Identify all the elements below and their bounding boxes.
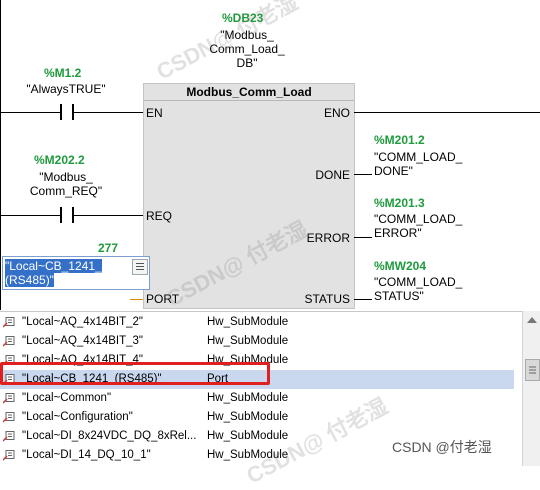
list-item-type: Hw_SubModule (207, 411, 289, 423)
list-item-name: "Local~Configuration" (22, 411, 133, 423)
pin-en: EN (146, 106, 163, 120)
req-contact-name-2: Comm_REQ" (29, 184, 103, 198)
hw-submodule-icon (3, 317, 15, 328)
port-value-number: 277 (98, 241, 119, 255)
status-output-name-2: STATUS" (374, 289, 424, 303)
list-item[interactable]: "Local~AQ_4x14BIT_3" Hw_SubModule (0, 332, 514, 351)
port-input-line-1: "Local~CB_1241_ (5, 259, 102, 273)
en-contact-right-bar[interactable] (72, 104, 74, 120)
list-item[interactable]: "Local~AQ_4x14BIT_2" Hw_SubModule (0, 313, 514, 332)
list-item-name: "Local~Common" (22, 392, 112, 404)
port-input-text[interactable]: "Local~CB_1241_ (RS485)" (5, 259, 130, 287)
list-picker-icon (136, 263, 144, 270)
en-rung-wire-left (0, 112, 60, 113)
watermark-bottom-right: CSDN @付老湿 (392, 437, 492, 457)
hw-submodule-icon (3, 431, 15, 442)
modbus-comm-load-block[interactable]: Modbus_Comm_Load EN ENO REQ DONE ERROR P… (143, 83, 355, 309)
error-wire (354, 237, 372, 238)
en-contact-name: "AlwaysTRUE" (26, 82, 106, 96)
done-output-name-1: "COMM_LOAD_ (374, 150, 463, 164)
list-item-type: Hw_SubModule (207, 449, 289, 461)
grip-icon (529, 366, 536, 374)
instance-db-name-2: Comm_Load_ (209, 42, 285, 56)
hw-submodule-icon (3, 336, 15, 347)
req-contact-address: %M202.2 (34, 153, 85, 167)
pin-status: STATUS (304, 292, 350, 306)
port-wire (130, 299, 143, 300)
req-rung-wire-right (74, 215, 143, 216)
list-item-name: "Local~DI_14_DQ_10_1" (22, 449, 151, 461)
en-contact-address: %M1.2 (44, 66, 82, 80)
en-contact-left-bar[interactable] (60, 104, 62, 120)
hw-submodule-icon (3, 393, 15, 404)
en-rung-wire-right (74, 112, 143, 113)
red-highlight-frame (0, 362, 270, 385)
hw-submodule-icon (3, 450, 15, 461)
instance-db-name-1: "Modbus_ (220, 28, 274, 42)
list-item-type: Hw_SubModule (207, 316, 289, 328)
error-output-name-2: ERROR" (374, 226, 422, 240)
error-output-address: %M201.3 (374, 196, 425, 210)
instance-db-address: %DB23 (222, 11, 264, 25)
list-item-name: "Local~AQ_4x14BIT_3" (22, 335, 144, 347)
pin-error: ERROR (306, 231, 350, 245)
list-item-type: Hw_SubModule (207, 392, 289, 404)
pin-port: PORT (146, 292, 180, 306)
error-output-name-1: "COMM_LOAD_ (374, 212, 463, 226)
list-item[interactable]: "Local~DI_14_DQ_10_1" Hw_SubModule (0, 446, 514, 465)
pin-req: REQ (146, 209, 173, 223)
list-picker-button[interactable] (132, 259, 148, 275)
block-title: Modbus_Comm_Load (144, 84, 354, 101)
pin-done: DONE (315, 168, 350, 182)
req-contact-left-bar[interactable] (60, 207, 62, 223)
list-item-type: Hw_SubModule (207, 335, 289, 347)
status-output-address: %MW204 (374, 259, 427, 273)
status-output-name-1: "COMM_LOAD_ (374, 275, 463, 289)
port-input-line-2: (RS485)" (5, 273, 54, 287)
list-item[interactable]: "Local~Common" Hw_SubModule (0, 389, 514, 408)
list-item-type: Hw_SubModule (207, 430, 289, 442)
req-contact-right-bar[interactable] (72, 207, 74, 223)
hw-submodule-icon (3, 412, 15, 423)
list-item-name: "Local~AQ_4x14BIT_2" (22, 316, 144, 328)
pin-eno: ENO (323, 106, 350, 120)
done-output-name-2: DONE" (374, 164, 413, 178)
req-contact-name-1: "Modbus_ (39, 170, 93, 184)
req-rung-wire-left (0, 215, 60, 216)
list-item[interactable]: "Local~Configuration" Hw_SubModule (0, 408, 514, 427)
eno-wire (354, 112, 540, 113)
done-wire (354, 174, 372, 175)
scrollbar-thumb[interactable] (525, 359, 540, 381)
list-item-name: "Local~DI_8x24VDC_DQ_8xRel... (22, 430, 197, 442)
instance-db-name-3: DB" (236, 56, 258, 70)
list-item[interactable]: "Local~DI_8x24VDC_DQ_8xRel... Hw_SubModu… (0, 427, 514, 446)
port-input-combo[interactable]: "Local~CB_1241_ (RS485)" (2, 256, 150, 290)
scroll-up-arrow-icon[interactable] (527, 317, 537, 323)
dropdown-scrollbar[interactable] (522, 311, 540, 466)
left-power-rail (0, 0, 1, 310)
done-output-address: %M201.2 (374, 133, 425, 147)
status-wire (354, 299, 372, 300)
